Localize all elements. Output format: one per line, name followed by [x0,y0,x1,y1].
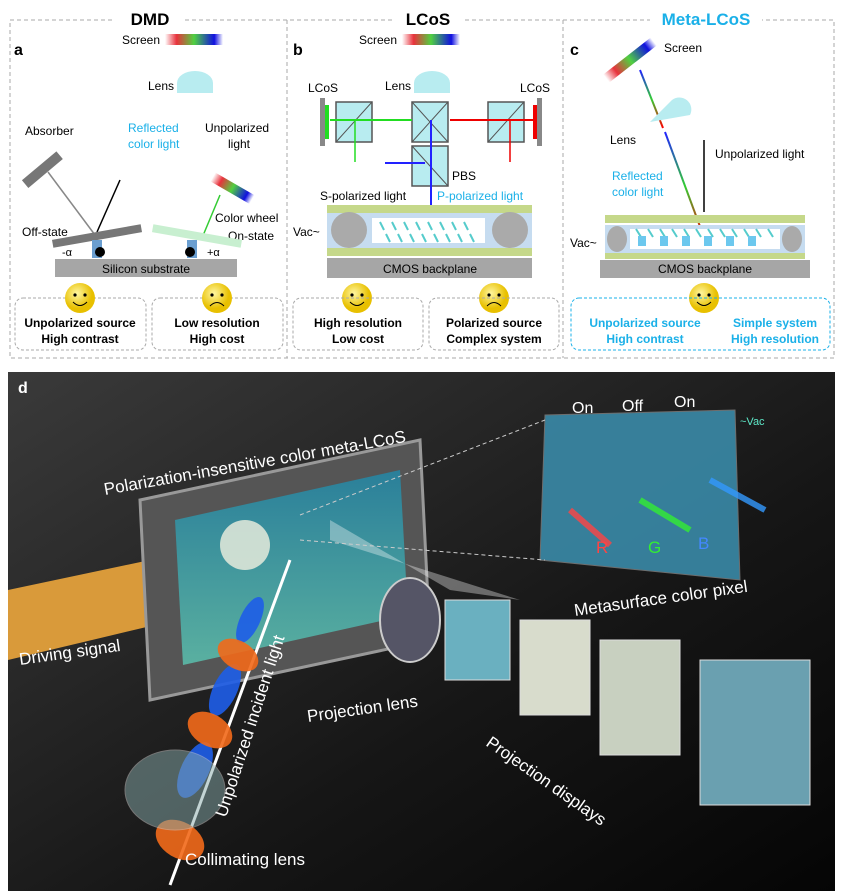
metasurface-pixel [539,409,741,581]
g-label: G [648,538,661,557]
con-text: Polarized source [446,316,542,330]
lens-label: Lens [148,79,174,93]
projection-display [444,599,511,681]
r-label: R [596,538,608,557]
pbs-label: PBS [452,169,476,183]
absorber-label: Absorber [25,124,74,138]
happy-face-icon [65,283,95,313]
panel-letter: b [293,42,303,59]
vac-label: Vac~ [293,225,320,239]
cmos-backplane [600,260,810,278]
state-label: Off [622,398,644,415]
pro-box [570,297,831,351]
con-box [428,297,560,351]
angle-label: +α [207,247,220,259]
lens [414,71,450,93]
absorber [21,151,63,188]
pro-text: High resolution [314,316,402,330]
unpolarized-label: light [228,137,251,151]
p-pol-label: P-polarized light [437,189,524,203]
lens [177,71,213,93]
lens-label: Lens [610,133,636,147]
collimating-lens [124,749,226,831]
projection-display [519,619,591,716]
pro-text: Simple system [733,316,817,330]
unpolarized-label: Unpolarized light [715,147,805,161]
screen [402,34,460,45]
vac-label: ~Vac [740,416,765,428]
mirror-off [51,224,143,248]
angle-label: -α [62,247,73,259]
lcos-label: LCoS [520,81,550,95]
panel-letter: a [14,42,23,59]
projection-display [599,639,681,756]
panel-b: LCoS b Screen Lens LCoS LCoS PBS S-polar… [292,10,560,351]
pro-text: Unpolarized source [589,316,701,330]
backplane-label: CMOS backplane [383,262,477,276]
screen [165,34,223,45]
state-label: On [674,394,695,411]
reflected-label: color light [612,185,664,199]
lens-label: Lens [385,79,411,93]
b-label: B [698,534,709,553]
pro-text: Low cost [332,332,384,346]
con-text: High cost [190,332,245,346]
sad-face-icon [202,283,232,313]
lens [650,97,692,122]
off-beam [47,171,96,236]
state-label: On [572,400,593,417]
panel-d: d On Off On ~Vac R G B Metasurface color… [8,372,835,891]
color-wheel-label: Color wheel [215,211,278,225]
projection-lens [379,577,441,663]
con-text: Complex system [446,332,541,346]
unpolarized-label: Unpolarized [205,121,269,135]
con-text: Low resolution [174,316,259,330]
panel-letter: d [18,380,28,397]
projection-display [699,659,811,806]
panel-letter: c [570,42,579,59]
cmos-backplane [327,258,532,278]
vac-label: Vac~ [570,236,597,250]
backplane-label: CMOS backplane [658,262,752,276]
screen [603,37,657,83]
lcos-label: LCoS [308,81,338,95]
screen-label: Screen [122,33,160,47]
ribbon-cable [8,560,155,660]
smiley-icons [65,283,719,313]
pro-text: Unpolarized source [24,316,136,330]
panel-a: DMD a Screen Lens Absorber Reflected col… [14,10,284,351]
pro-text: High contrast [41,332,118,346]
incident-beam [96,179,121,233]
mirror-on [151,224,243,248]
panel-c: Meta-LCoS c Screen Lens Unpolarized ligh… [570,10,831,351]
reflected-label: Reflected [612,169,663,183]
panel-title: Meta-LCoS [662,10,751,29]
color-wheel [210,172,255,204]
device-screen [175,470,408,665]
off-state-label: Off-state [22,225,68,239]
silicon-substrate [55,259,237,277]
reflected-label: color light [128,137,180,151]
collimating-label: Collimating lens [185,850,305,869]
substrate-label: Silicon substrate [102,262,190,276]
pro-text: High contrast [606,332,683,346]
screen-label: Screen [664,41,702,55]
panel-title: DMD [131,10,170,29]
beam [201,194,221,239]
reflected-label: Reflected [128,121,179,135]
pro-box [292,297,424,351]
screen-label: Screen [359,33,397,47]
panel-title: LCoS [406,10,450,29]
pro-text: High resolution [731,332,819,346]
s-pol-label: S-polarized light [320,189,407,203]
